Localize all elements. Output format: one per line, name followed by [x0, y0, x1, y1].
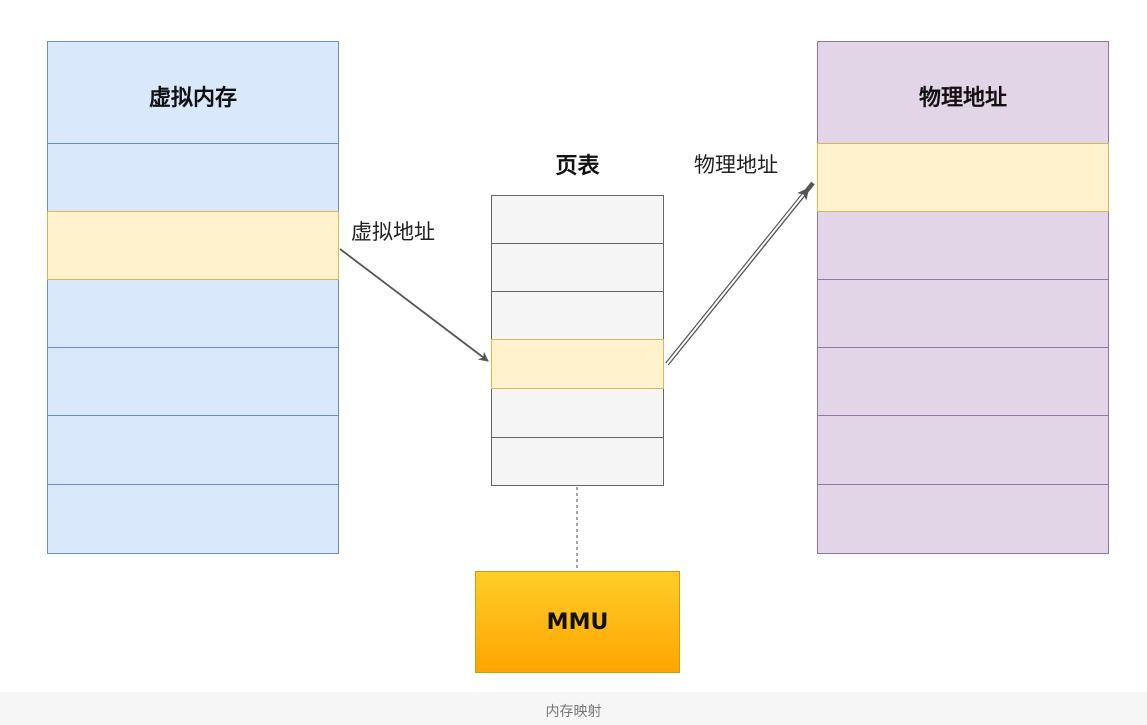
page-table-to-physical-arrow — [666, 187, 810, 365]
virtual-memory-column: 虚拟内存 — [47, 41, 339, 554]
virtual-memory-row — [47, 347, 339, 416]
virtual-to-page-table-arrow — [339, 248, 489, 362]
virtual-memory-title: 虚拟内存 — [148, 86, 237, 111]
physical-memory-row — [817, 415, 1109, 485]
virtual-address-label: 虚拟地址 — [351, 220, 435, 244]
page-table-title: 页表 — [555, 154, 600, 179]
page-table-row — [491, 243, 664, 292]
physical-memory-row — [817, 347, 1109, 416]
physical-memory-row — [817, 484, 1109, 554]
physical-memory-title: 物理地址 — [918, 86, 1007, 111]
caption-band — [0, 692, 1147, 725]
virtual-memory-row-highlighted — [47, 211, 339, 280]
figure-caption: 内存映射 — [545, 704, 602, 720]
virtual-memory-row — [47, 415, 339, 485]
mmu-box: MMU — [475, 571, 680, 673]
page-table-column — [491, 195, 664, 486]
virtual-memory-row — [47, 484, 339, 554]
physical-memory-header-cell: 物理地址 — [817, 41, 1109, 144]
page-table-row — [491, 437, 664, 486]
virtual-memory-header-cell: 虚拟内存 — [47, 41, 339, 144]
physical-memory-row-highlighted — [817, 143, 1109, 212]
page-table-row-highlighted — [491, 339, 664, 389]
physical-memory-column: 物理地址 — [817, 41, 1109, 554]
mmu-label: MMU — [546, 609, 609, 635]
page-table-row — [491, 388, 664, 438]
page-table-row — [491, 291, 664, 340]
physical-memory-row — [817, 279, 1109, 348]
physical-address-label: 物理地址 — [694, 153, 778, 177]
virtual-memory-row — [47, 143, 339, 212]
physical-memory-row — [817, 211, 1109, 280]
